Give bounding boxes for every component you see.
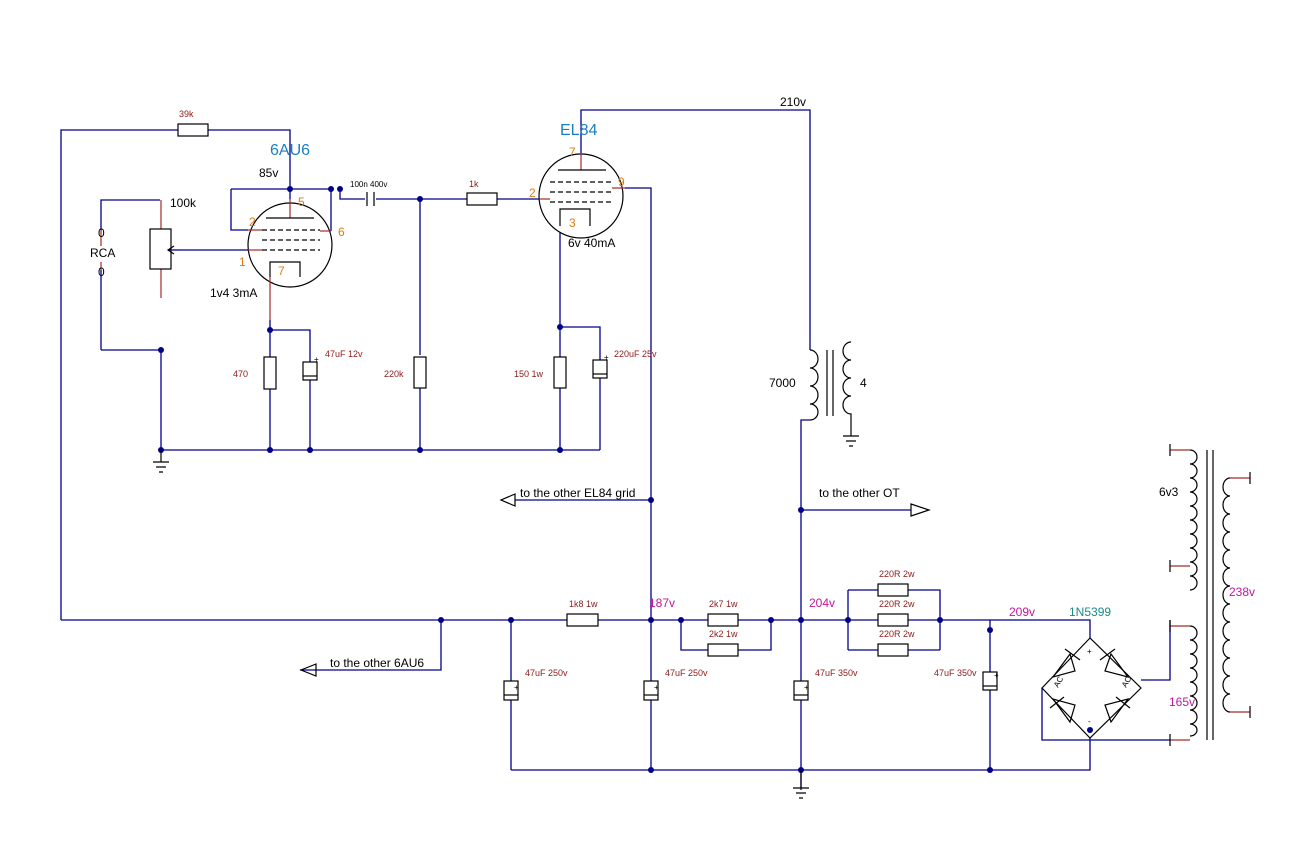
- tube-6au6-plate-voltage: 85v: [259, 166, 278, 180]
- voltage-node-204: 204v: [809, 596, 835, 610]
- arrow-left-icon: [299, 663, 317, 677]
- cap-coupling: [366, 192, 375, 206]
- svg-text:+: +: [994, 671, 999, 680]
- tube-el84-pin-screen: 9: [618, 175, 625, 189]
- resistor-ps1: [566, 613, 599, 627]
- cap-filter3-label: 47uF 350v: [815, 668, 858, 678]
- pot-label: 100k: [170, 196, 197, 210]
- svg-text:+: +: [314, 355, 319, 364]
- cap-cathode2-label: 220uF 25v: [614, 349, 657, 359]
- arrow-right-icon: [910, 503, 931, 517]
- cap-cathode1-label: 47uF 12v: [325, 349, 363, 359]
- svg-text:+: +: [804, 683, 809, 692]
- cap-filter1-label: 47uF 250v: [525, 668, 568, 678]
- tube-6au6-pin-screen: 2: [249, 215, 256, 229]
- resistor-ps2b-label: 2k2 1w: [709, 629, 738, 639]
- cap-filter4-label: 47uF 350v: [934, 668, 977, 678]
- tube-6au6-pin-suppressor: 6: [338, 225, 345, 239]
- voltage-secondary-hv: 238v: [1229, 585, 1255, 599]
- resistor-feedback-label: 39k: [179, 109, 194, 119]
- rectifier-minus-label: -: [1088, 717, 1091, 726]
- power-transformer: [1169, 444, 1251, 746]
- volume-pot: [149, 200, 180, 298]
- svg-text:+: +: [514, 683, 519, 692]
- ground-symbol: [153, 450, 169, 473]
- arrow-el84-grid-label: to the other EL84 grid: [520, 486, 635, 500]
- ground-symbol: [843, 420, 859, 447]
- junction-dots: [158, 186, 1093, 773]
- voltage-node-209: 209v: [1009, 605, 1035, 619]
- rca-bottom-label: 0: [98, 265, 105, 279]
- resistor-cathode2: [553, 356, 567, 389]
- arrow-ot-label: to the other OT: [819, 486, 900, 500]
- voltage-secondary-tap: 165v: [1169, 695, 1195, 709]
- svg-text:+: +: [604, 353, 609, 362]
- tube-el84-name: EL84: [560, 122, 597, 139]
- voltage-node-187: 187v: [649, 596, 675, 610]
- tube-el84-cathode-note: 6v 40mA: [568, 236, 615, 250]
- output-transformer: [809, 341, 852, 421]
- tube-el84-pin-grid: 2: [529, 186, 536, 200]
- tube-6au6-pin-plate: 5: [298, 195, 305, 209]
- resistor-ps3b: [877, 613, 909, 627]
- ot-secondary-label: 4: [860, 376, 867, 390]
- resistor-ps2a-label: 2k7 1w: [709, 599, 738, 609]
- tube-6au6: [247, 199, 333, 320]
- voltage-b-plus: 210v: [780, 95, 806, 109]
- resistor-ps2b: [707, 643, 739, 657]
- voltage-heater: 6v3: [1159, 485, 1179, 499]
- resistor-feedback: [177, 123, 209, 137]
- ot-primary-label: 7000: [769, 376, 796, 390]
- tube-el84-pin-plate: 7: [569, 145, 576, 159]
- resistor-grid2: [413, 356, 427, 389]
- tube-6au6-name: 6AU6: [270, 142, 310, 159]
- cap-filter4: +: [982, 671, 999, 691]
- arrow-6au6-label: to the other 6AU6: [330, 656, 424, 670]
- cap-filter1: +: [503, 680, 519, 701]
- ground-symbol: [793, 770, 809, 799]
- tube-6au6-pin-grid: 1: [239, 255, 246, 269]
- resistor-ps3c: [877, 643, 909, 657]
- cap-filter3: +: [793, 680, 809, 701]
- resistor-cathode1: [263, 356, 277, 390]
- resistor-grid-stop-label: 1k: [469, 179, 479, 189]
- tube-el84: [538, 153, 625, 239]
- cap-cathode2: +: [592, 353, 609, 379]
- resistor-ps2a: [707, 613, 739, 627]
- tube-6au6-pin-cathode: 7: [278, 264, 285, 278]
- resistor-cathode2-label: 150 1w: [514, 369, 544, 379]
- svg-text:+: +: [654, 683, 659, 692]
- resistor-ps1-label: 1k8 1w: [569, 599, 598, 609]
- resistor-ps3a: [877, 583, 909, 597]
- tube-6au6-cathode-note: 1v4 3mA: [210, 286, 257, 300]
- rca-label: RCA: [90, 246, 115, 260]
- resistor-cathode1-label: 470: [233, 369, 248, 379]
- rectifier-plus-label: +: [1087, 647, 1092, 656]
- resistor-grid-stop: [466, 192, 498, 206]
- resistor-grid2-label: 220k: [384, 369, 404, 379]
- resistor-ps3c-label: 220R 2w: [879, 629, 915, 639]
- bridge-rectifier: [1041, 637, 1142, 739]
- cap-filter2: +: [643, 680, 659, 701]
- rca-top-label: 0: [98, 226, 105, 240]
- cap-cathode1: +: [302, 355, 319, 381]
- tube-el84-pin-cathode: 3: [569, 216, 576, 230]
- cap-coupling-label: 100n 400v: [350, 180, 387, 189]
- wiring: [60, 109, 1171, 790]
- arrow-left-icon: [499, 493, 516, 507]
- rectifier-ac-label-right: AC: [1120, 675, 1133, 689]
- resistor-ps3a-label: 220R 2w: [879, 569, 915, 579]
- resistor-ps3b-label: 220R 2w: [879, 599, 915, 609]
- cap-filter2-label: 47uF 250v: [665, 668, 708, 678]
- rectifier-part-label: 1N5399: [1069, 605, 1111, 619]
